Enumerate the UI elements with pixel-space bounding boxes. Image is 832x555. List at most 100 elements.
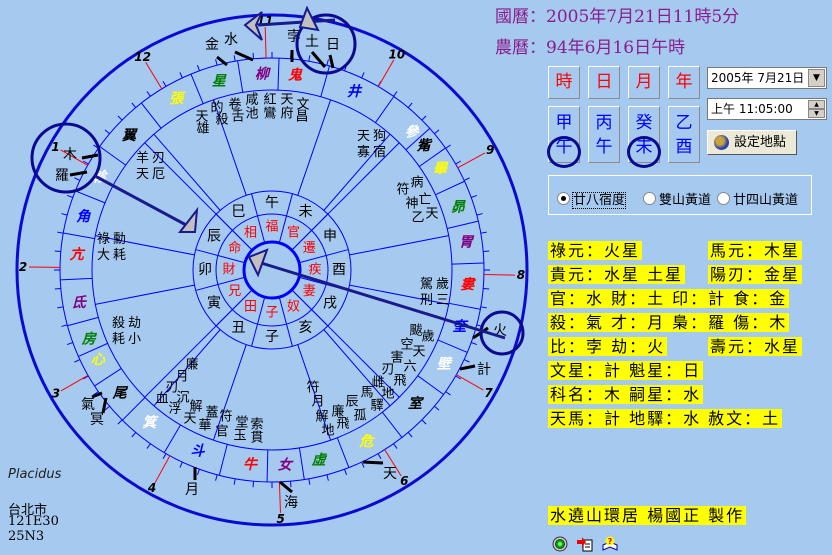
house-divider	[95, 284, 195, 305]
info-sha-row: 殺：氣 才：月 梟：羅 傷：木	[548, 313, 790, 332]
degree-tick	[117, 419, 123, 425]
star-label: 天	[425, 207, 438, 222]
pillar-stem: 甲	[555, 113, 573, 133]
mansion-label: 參	[405, 123, 421, 140]
degree-tick	[455, 160, 462, 165]
mansion-divider	[447, 220, 479, 229]
degree-tick	[407, 432, 413, 438]
star-label: 天	[280, 93, 293, 108]
star-label: 血	[155, 392, 168, 407]
star-label: 貫	[250, 431, 263, 446]
date-value: 2005年 7月21日	[711, 71, 805, 85]
star-label: 害	[390, 350, 403, 366]
time-spinner[interactable]: 上午 11:05:00▲▼	[707, 98, 827, 120]
cusp-number: 5	[277, 512, 285, 526]
chart-ring	[91, 89, 453, 451]
date-picker[interactable]: 2005年 7月21日▼	[707, 67, 827, 89]
mansion-label: 氐	[72, 295, 88, 311]
degree-tick	[421, 115, 427, 121]
degree-tick	[377, 453, 382, 460]
set-location-button[interactable]: 設定地點	[707, 130, 797, 155]
mansion-divider	[190, 73, 204, 104]
degree-tick	[483, 287, 490, 290]
mansion-divider	[298, 447, 305, 480]
house-divider	[323, 329, 391, 407]
house-divider	[153, 133, 221, 211]
spin-up-icon[interactable]: ▲	[808, 100, 825, 109]
mansion-divider	[435, 180, 465, 196]
mansion-label: 心	[91, 352, 106, 368]
planet-label: 冥	[90, 412, 104, 428]
mansion-divider	[451, 262, 484, 265]
star-label: 天	[195, 110, 208, 125]
gregorian-date: 國曆：2005年7月21日11時5分	[495, 7, 740, 27]
mansion-divider	[405, 127, 431, 151]
degree-tick	[104, 129, 110, 135]
planet-label: 金	[205, 37, 219, 53]
degree-tick	[162, 80, 167, 87]
mansion-label: 角	[76, 208, 91, 225]
longitude-label: 121E30	[8, 514, 59, 529]
branch-label: 申	[323, 229, 337, 245]
branch-label: 午	[265, 195, 279, 211]
mansion-divider	[94, 368, 122, 387]
pillar-header-hour: 時	[548, 66, 580, 99]
mansion-divider	[75, 190, 106, 204]
highlight-circle	[295, 13, 357, 75]
spin-down-icon[interactable]: ▼	[808, 109, 825, 118]
star-label: 玉	[233, 429, 246, 444]
chevron-down-icon[interactable]: ▼	[808, 69, 825, 87]
mansion-label: 翼	[121, 128, 138, 144]
planet-label: 水	[224, 32, 238, 48]
degree-tick	[57, 231, 64, 234]
palace-label: 子	[265, 306, 278, 321]
degree-tick	[434, 129, 440, 135]
palace-label: 疾	[308, 263, 321, 278]
radio-28-mansions[interactable]: 廿八宿度	[557, 189, 627, 209]
degree-tick	[104, 405, 110, 411]
star-label: 舌	[231, 110, 244, 125]
star-label: 地	[381, 387, 394, 402]
radio-double-mountain[interactable]: 雙山黃道	[643, 189, 711, 208]
house-divider	[212, 344, 247, 441]
city-label: 台北市	[8, 503, 48, 518]
degree-tick	[54, 287, 61, 290]
export-document-icon[interactable]	[577, 536, 593, 552]
degree-tick	[455, 375, 462, 380]
degree-tick	[308, 478, 311, 485]
degree-tick	[252, 481, 255, 488]
planet-marker	[91, 391, 103, 399]
branch-label: 子	[265, 329, 279, 345]
cusp-line	[264, 27, 267, 59]
cusp-line	[384, 449, 402, 477]
house-system-label: Placidus	[8, 467, 62, 482]
mansion-divider	[277, 58, 280, 91]
info-bi-row: 比：孛 劫：火	[548, 337, 668, 356]
mansion-divider	[218, 444, 228, 476]
sector-divider	[251, 296, 266, 347]
cusp-number: 1	[51, 140, 59, 154]
target-icon[interactable]	[552, 536, 568, 552]
aspect-arrow-line	[94, 174, 189, 228]
help-book-icon[interactable]: ?	[602, 536, 618, 552]
branch-label: 戌	[323, 296, 337, 312]
star-label: 符	[396, 182, 409, 198]
degree-tick	[445, 144, 451, 149]
branch-label: 未	[299, 204, 313, 220]
planet-label: 計	[477, 362, 491, 378]
radio-checked-icon	[557, 192, 570, 205]
degree-tick	[57, 306, 64, 309]
mansion-label: 女	[278, 457, 294, 474]
star-label: 神	[405, 197, 418, 212]
branch-label: 酉	[332, 262, 346, 278]
radio-24-mountains[interactable]: 廿四山黃道	[717, 189, 798, 208]
mansion-divider	[122, 397, 146, 421]
degree-tick	[61, 213, 68, 216]
degree-tick	[344, 469, 348, 476]
mansion-label: 柳	[255, 65, 271, 82]
mansion-divider	[63, 232, 95, 240]
info-guan-row: 官：水 財：土 印：計 食：金	[548, 289, 790, 308]
star-label: 符	[219, 409, 232, 425]
sector-divider	[291, 289, 329, 327]
star-label: 月	[175, 370, 188, 385]
